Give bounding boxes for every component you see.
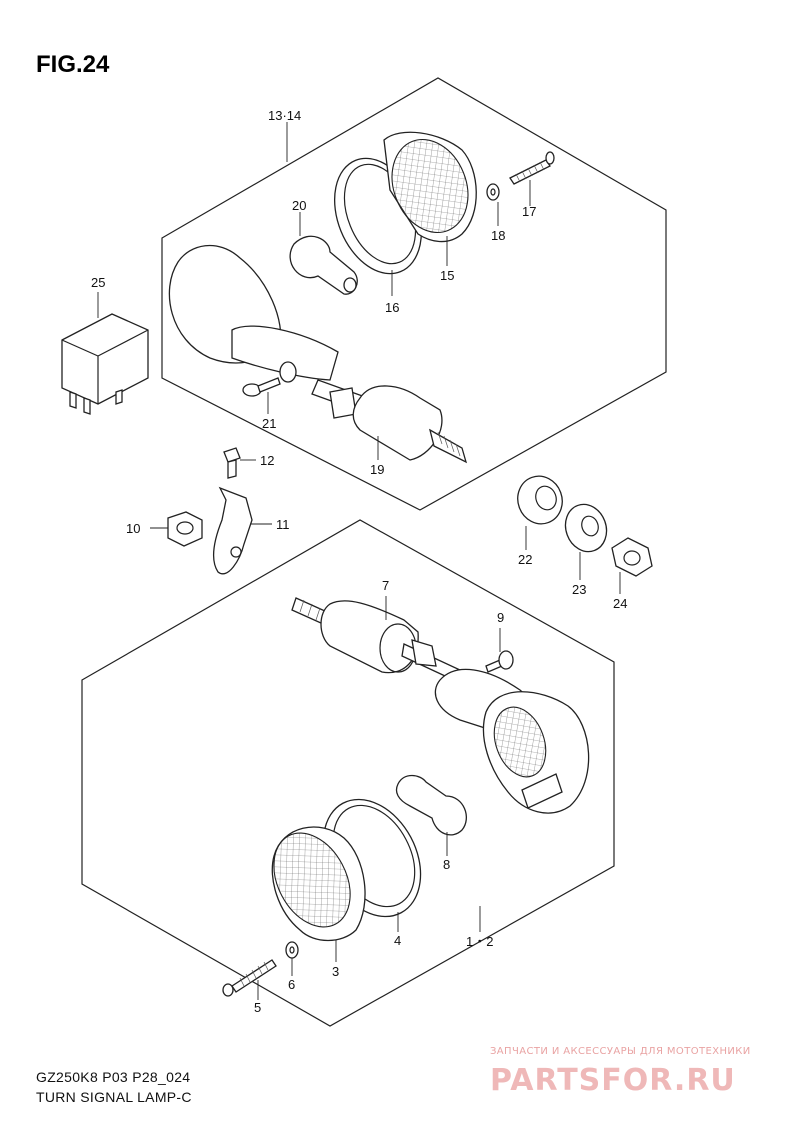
part-11-bracket [212,486,253,575]
part-6-washer [285,941,299,959]
label-5: 5 [254,1000,261,1015]
part-21-screw [242,377,281,397]
label-9: 9 [497,610,504,625]
label-24: 24 [613,596,627,611]
part-17-screw [509,151,555,185]
part-3-lens [271,826,366,942]
label-20: 20 [292,198,306,213]
label-8: 8 [443,857,450,872]
upper-assembly-frame [161,77,667,511]
part-labels: 13·14 20 16 15 18 17 25 21 19 12 10 11 2… [91,108,627,1015]
label-1-2: 1・2 [466,934,493,949]
part-20-bulb [289,235,358,295]
label-3: 3 [332,964,339,979]
model-code-caption: GZ250K8 P03 P28_024 [36,1069,190,1085]
label-23: 23 [572,582,586,597]
label-10: 10 [126,521,140,536]
part-19-cable-sleeve [352,385,468,464]
label-11: 11 [276,517,290,532]
label-13-14: 13·14 [268,108,301,123]
label-16: 16 [385,300,399,315]
part-23-washer [564,503,608,553]
part-5-screw [222,959,277,997]
label-12: 12 [260,453,274,468]
part-25-relay [61,313,149,415]
label-4: 4 [394,933,401,948]
part-24-nut [611,537,653,577]
part-9-screw [485,650,514,673]
label-7: 7 [382,578,389,593]
watermark-brand: PARTSFOR.RU [490,1063,736,1098]
part-12-bolt [223,447,241,479]
part-18-washer [486,183,500,201]
watermark-tagline: ЗАПЧАСТИ И АКСЕССУАРЫ ДЛЯ МОТОТЕХНИКИ [490,1046,751,1057]
label-22: 22 [518,552,532,567]
lower-assembly-frame [81,519,615,1027]
part-10-nut [167,511,203,547]
label-25: 25 [91,275,105,290]
part-8-bulb [395,774,467,836]
part-7-cable-sleeve [291,597,419,674]
diagram-name-caption: TURN SIGNAL LAMP-C [36,1089,192,1105]
label-15: 15 [440,268,454,283]
part-15-lens [383,131,477,243]
leader-lines [97,122,621,1000]
label-17: 17 [522,204,536,219]
figure-title: FIG.24 [36,51,110,78]
lower-lamp-housing [401,639,590,814]
label-18: 18 [491,228,505,243]
upper-lamp-housing [168,244,369,419]
label-6: 6 [288,977,295,992]
part-22-grommet [517,475,563,525]
label-21: 21 [262,416,276,431]
label-19: 19 [370,462,384,477]
